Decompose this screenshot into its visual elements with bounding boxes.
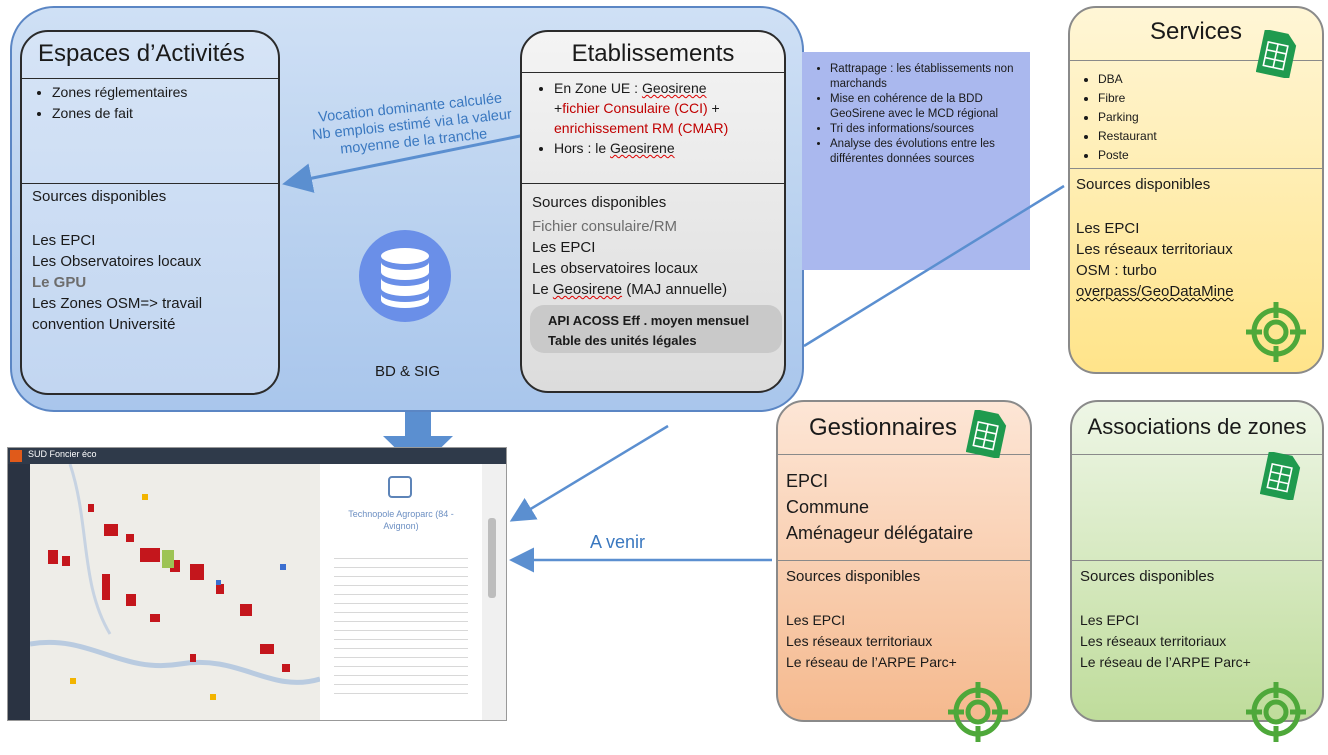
document-icon [966, 410, 1007, 458]
services-card: Services DBA Fibre Parking Restaurant Po… [1068, 6, 1324, 374]
db-label: BD & SIG [375, 363, 441, 380]
target-icon [1246, 302, 1306, 362]
map-canvas[interactable] [30, 464, 320, 720]
associations-title: Associations de zones [1087, 414, 1307, 439]
source-item: Les EPCI [1080, 612, 1140, 628]
source-item: Les réseaux territoriaux [1076, 241, 1233, 258]
source-item: OSM : turbo [1076, 262, 1157, 279]
bullet-item: +fichier Consulaire (CCI) + [554, 100, 720, 116]
services-sources-title: Sources disponibles [1076, 176, 1211, 193]
info-panel-title: Technopole Agroparc (84 - Avignon) [348, 509, 454, 531]
associations-sources-title: Sources disponibles [1080, 568, 1215, 585]
espaces-bullets: Zones réglementaires Zones de fait [32, 82, 187, 124]
down-arrow [383, 412, 453, 470]
note-item: Analyse des évolutions entre les différe… [830, 137, 1022, 167]
etablissements-title: Etablissements [571, 40, 735, 67]
source-item: Les réseaux territoriaux [1080, 633, 1227, 649]
source-item: Les Zones OSM=> travail [32, 295, 203, 312]
etablissements-card: Etablissements En Zone UE : Geosirene +f… [520, 30, 786, 393]
a-venir-label: A venir [590, 532, 646, 552]
bullet-item: enrichissement RM (CMAR) [554, 120, 729, 136]
gestionnaire-item: EPCI [786, 471, 829, 491]
app-logo [10, 450, 22, 462]
document-icon [1256, 30, 1297, 78]
bullet-item: En Zone UE : Geosirene [554, 78, 728, 98]
source-item: Le Geosirene (MAJ annuelle) [532, 281, 728, 298]
services-title: Services [1149, 18, 1243, 45]
target-icon [948, 682, 1008, 742]
gestionnaires-sources-title: Sources disponibles [786, 568, 921, 585]
info-panel-icon [388, 476, 412, 498]
source-item: Le réseau de l’ARPE Parc+ [1080, 654, 1251, 670]
source-item: Les Observatoires locaux [32, 253, 202, 270]
espaces-sources-title: Sources disponibles [32, 188, 167, 205]
source-item: Les réseaux territoriaux [786, 633, 933, 649]
note-box: Rattrapage : les établissements non marc… [802, 52, 1030, 270]
source-item: convention Université [32, 316, 176, 333]
espaces-title: Espaces d’Activités [38, 40, 245, 67]
info-panel-rows [334, 550, 468, 700]
bullet-item: Restaurant [1098, 127, 1157, 146]
espaces-activites-card: Espaces d’Activités Zones réglementaires… [20, 30, 280, 395]
document-icon [1260, 452, 1301, 500]
vocation-arrow [282, 133, 526, 193]
services-bullets: DBA Fibre Parking Restaurant Poste [1078, 70, 1157, 165]
target-icon [1246, 682, 1306, 742]
bullet-item: Parking [1098, 108, 1157, 127]
app-screenshot: SUD Foncier éco Technopole Agroparc (84 … [7, 447, 507, 721]
note-item: Tri des informations/sources [830, 122, 1022, 137]
source-item: Les EPCI [32, 232, 96, 249]
source-item: overpass/GeoDataMine [1076, 283, 1234, 300]
source-item: Les observatoires locaux [532, 260, 698, 277]
api-line: API ACOSS Eff . moyen mensuel [548, 313, 750, 328]
note-item: Rattrapage : les établissements non marc… [830, 62, 1022, 92]
associations-card: Associations de zones Sources disponible… [1070, 400, 1324, 722]
etablissements-bullets: En Zone UE : Geosirene +fichier Consulai… [534, 78, 728, 158]
source-item: Les EPCI [786, 612, 846, 628]
source-item: Le GPU [32, 274, 87, 291]
info-panel: Technopole Agroparc (84 - Avignon) [320, 464, 482, 720]
bullet-item: DBA [1098, 70, 1157, 89]
bullet-item: Zones de fait [52, 103, 187, 124]
source-item: Le réseau de l’ARPE Parc+ [786, 654, 957, 670]
gestionnaires-title: Gestionnaires [808, 414, 958, 441]
source-item: Fichier consulaire/RM [532, 218, 678, 235]
scroll-thumb[interactable] [488, 518, 496, 598]
bullet-item: Zones réglementaires [52, 82, 187, 103]
connector-arrow [509, 424, 669, 522]
gestionnaire-item: Commune [786, 497, 870, 517]
services-connector [803, 184, 1065, 348]
api-line: Table des unités légales [548, 333, 697, 348]
app-title-bar [8, 448, 506, 464]
bullet-item: Poste [1098, 146, 1157, 165]
api-acoss-box: API ACOSS Eff . moyen mensuel Table des … [530, 305, 782, 353]
etablissements-sources-title: Sources disponibles [532, 194, 667, 211]
note-item: Mise en cohérence de la BDD GeoSirene av… [830, 92, 1022, 122]
source-item: Les EPCI [1076, 220, 1140, 237]
gestionnaire-item: Aménageur délégataire [786, 523, 974, 543]
bullet-item: Hors : le Geosirene [554, 138, 728, 158]
app-title: SUD Foncier éco [28, 449, 97, 459]
app-sidebar [8, 464, 30, 720]
source-item: Les EPCI [532, 239, 596, 256]
bullet-item: Fibre [1098, 89, 1157, 108]
database-icon [359, 230, 451, 322]
